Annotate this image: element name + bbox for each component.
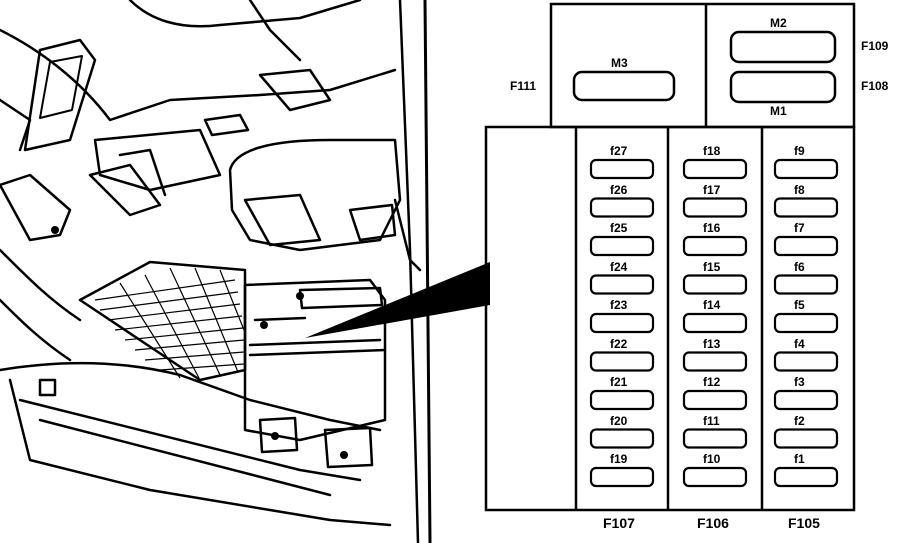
fuse-slot-f18 xyxy=(682,158,748,180)
fuse-label-f3: f3 xyxy=(794,375,805,389)
fuse-slot-f10 xyxy=(682,466,748,488)
fuse-label-f21: f21 xyxy=(610,375,628,389)
fuse-slot-f20 xyxy=(589,428,655,449)
fuse-label-f2: f2 xyxy=(794,413,805,428)
fuse-slot-f23 xyxy=(589,312,655,334)
fuse-label-f27: f27 xyxy=(610,144,628,158)
fuse-label-f10: f10 xyxy=(703,452,721,466)
fuse-label-f15: f15 xyxy=(703,259,721,274)
fuse-label-f22: f22 xyxy=(610,336,628,351)
fuse-label-f13: f13 xyxy=(703,336,721,351)
fuse-label-f16: f16 xyxy=(703,221,721,235)
fuse-slot-f14 xyxy=(682,312,748,334)
fuse-slot-f7 xyxy=(773,235,839,257)
fuse-slot-f16 xyxy=(682,235,748,257)
fuse-panel xyxy=(484,125,856,512)
fuse-label-f8: f8 xyxy=(794,182,805,197)
fuse-label-f26: f26 xyxy=(610,182,628,197)
relay-m1-slot xyxy=(729,70,837,104)
fuse-slot-f21 xyxy=(589,389,655,411)
fuse-slot-f27 xyxy=(589,158,655,180)
column-label-f107: F107 xyxy=(603,515,635,531)
fuse-slot-f1 xyxy=(773,466,839,488)
fuse-slot-f17 xyxy=(682,197,748,218)
fuse-slot-f13 xyxy=(682,351,748,372)
fuse-label-f24: f24 xyxy=(610,259,628,274)
fuse-slot-f22 xyxy=(589,351,655,372)
fuse-label-f18: f18 xyxy=(703,144,721,158)
fuse-slot-f8 xyxy=(773,197,839,218)
fuse-slot-f24 xyxy=(589,274,655,295)
column-label-f106: F106 xyxy=(697,515,729,531)
relay-m3-label: M3 xyxy=(611,56,628,70)
fuse-slot-f12 xyxy=(682,389,748,411)
fuse-slot-f2 xyxy=(773,428,839,449)
fuse-label-f25: f25 xyxy=(610,221,628,235)
fuse-label-f19: f19 xyxy=(610,452,628,466)
relay-m1-label: M1 xyxy=(770,104,787,118)
fuse-slot-f4 xyxy=(773,351,839,372)
fuse-label-f23: f23 xyxy=(610,298,628,312)
relay-section xyxy=(549,2,856,129)
fuse-label-f14: f14 xyxy=(703,298,721,312)
fuse-slot-f5 xyxy=(773,312,839,334)
label-f109: F109 xyxy=(861,39,889,53)
fuse-slot-f19 xyxy=(589,466,655,488)
label-f108: F108 xyxy=(861,79,889,93)
fuse-label-f9: f9 xyxy=(794,144,805,158)
fuse-label-f7: f7 xyxy=(794,221,805,235)
fuse-slot-f15 xyxy=(682,274,748,295)
fuse-label-f1: f1 xyxy=(794,452,805,466)
fuse-label-f11: f11 xyxy=(703,413,720,428)
fuse-slot-f9 xyxy=(773,158,839,180)
fuse-label-f5: f5 xyxy=(794,298,805,312)
fuse-slot-f26 xyxy=(589,197,655,218)
fuse-label-f12: f12 xyxy=(703,375,721,389)
relay-m3-slot xyxy=(572,70,676,102)
fuse-label-f17: f17 xyxy=(703,182,721,197)
relay-m2-label: M2 xyxy=(770,16,787,30)
fuse-slot-f25 xyxy=(589,235,655,257)
relay-m2-slot xyxy=(729,30,837,64)
column-label-f105: F105 xyxy=(788,515,820,531)
fuse-label-f20: f20 xyxy=(610,413,628,428)
fuse-label-f4: f4 xyxy=(794,336,805,351)
fuse-slot-f11 xyxy=(682,428,748,449)
fuse-slot-f6 xyxy=(773,274,839,295)
fuse-label-f6: f6 xyxy=(794,259,805,274)
label-f111: F111 xyxy=(510,79,537,93)
fuse-slot-f3 xyxy=(773,389,839,411)
